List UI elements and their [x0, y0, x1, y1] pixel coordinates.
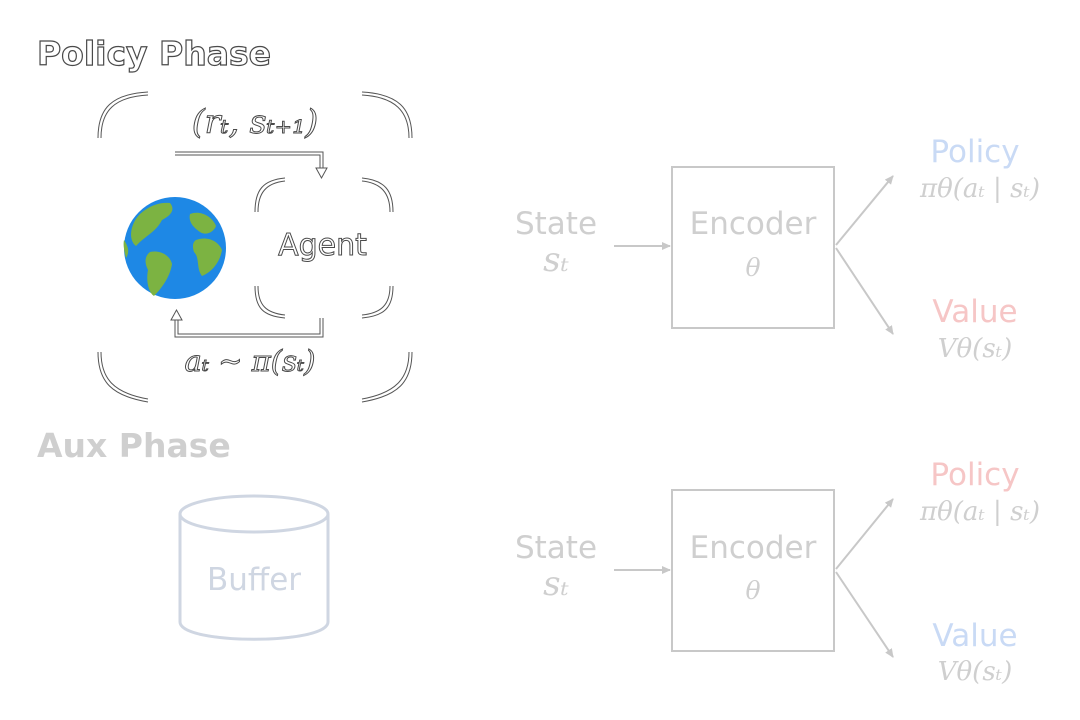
aux-state-symbol: sₜ [543, 564, 569, 604]
policy-head-label: Policy [930, 134, 1020, 170]
policy-network [614, 166, 894, 335]
policy-loop-bracket [97, 91, 413, 403]
aux-encoder-param: θ [745, 576, 761, 605]
policy-state-label: State [514, 206, 598, 242]
aux-state-label: State [514, 530, 598, 566]
policy-phase-title: Policy Phase [36, 33, 272, 73]
action-label: aₜ ∼ π(sₜ) [184, 344, 316, 379]
policy-head-formula: πθ(aₜ | sₜ) [920, 174, 1040, 204]
aux-encoder-label: Encoder [689, 530, 817, 566]
policy-encoder-param: θ [745, 253, 761, 282]
aux-phase-title: Aux Phase [37, 426, 231, 465]
aux-value-head-formula: Vθ(sₜ) [937, 657, 1013, 687]
agent-label: Agent [278, 228, 368, 264]
value-head-label: Value [932, 294, 1018, 330]
aux-policy-head-formula: πθ(aₜ | sₜ) [920, 497, 1040, 527]
value-head-formula: Vθ(sₜ) [937, 334, 1013, 364]
buffer-cylinder [178, 494, 330, 641]
action-arrow [170, 308, 324, 338]
globe-icon [123, 197, 226, 299]
buffer-label: Buffer [206, 562, 302, 598]
policy-state-symbol: sₜ [543, 240, 569, 280]
reward-arrow [175, 151, 328, 180]
agent-box [254, 177, 394, 319]
aux-value-head-label: Value [932, 618, 1018, 654]
aux-network [614, 489, 894, 658]
reward-label: (rₜ, sₜ₊₁) [191, 102, 319, 142]
policy-encoder-label: Encoder [689, 206, 817, 242]
aux-policy-head-label: Policy [930, 457, 1020, 493]
